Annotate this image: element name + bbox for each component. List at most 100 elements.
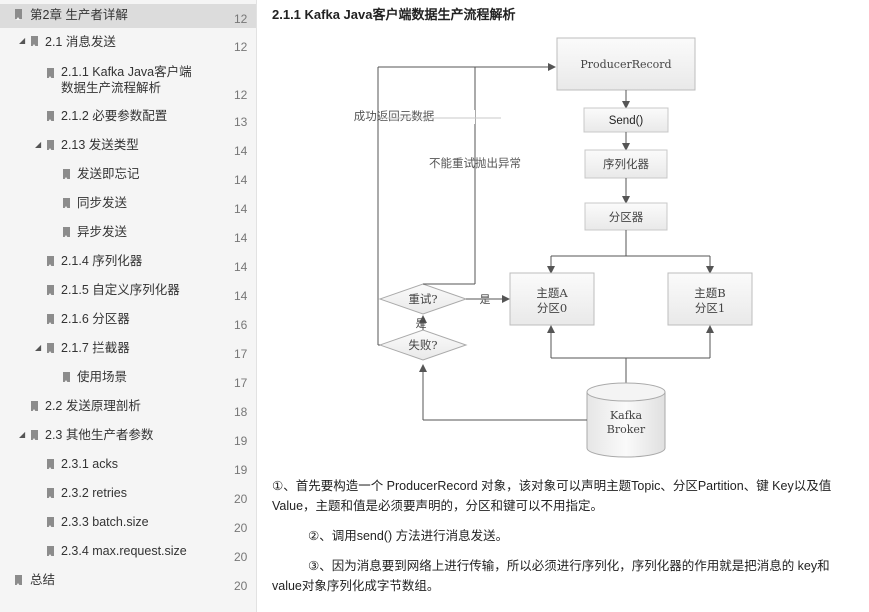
section-heading: 2.1.1 Kafka Java客户端数据生产流程解析 [272, 7, 516, 22]
toc-item-2-2[interactable]: 2.2 发送原理剖析 18 [0, 398, 256, 422]
toc-item-page: 19 [234, 434, 248, 448]
bookmark-icon [31, 430, 38, 441]
toc-item-label: 第2章 生产者详解 [30, 8, 128, 22]
paragraph-3: ③、因为消息要到网络上进行传输，所以必须进行序列化，序列化器的作用就是把消息的 … [272, 559, 830, 593]
fail-label: 失败? [408, 338, 437, 352]
toc-item-label: 发送即忘记 [77, 167, 140, 181]
toc-item-label: 2.3.3 batch.size [61, 515, 149, 529]
topic-b-partition-label: 分区1 [695, 301, 725, 315]
toc-item-summary[interactable]: 总结 20 [0, 572, 256, 596]
broker-label: Kafka [610, 409, 643, 422]
bookmark-icon [63, 169, 70, 180]
bookmark-icon [47, 140, 54, 151]
retry-label: 重试? [408, 292, 437, 306]
bookmark-icon [47, 343, 54, 354]
toc-item-page: 16 [234, 318, 248, 332]
toc-item-page: 20 [234, 521, 248, 535]
toc-item-page: 20 [234, 550, 248, 564]
toc-item-2-1-7[interactable]: ◢ 2.1.7 拦截器 17 [0, 340, 256, 364]
collapse-arrow-icon[interactable]: ◢ [19, 36, 26, 45]
toc-item-page: 20 [234, 579, 248, 593]
toc-item-2-1-5[interactable]: 2.1.5 自定义序列化器 14 [0, 282, 256, 306]
toc-item-2-3-2[interactable]: 2.3.2 retries 20 [0, 485, 256, 509]
topic-b-box [667, 272, 753, 326]
toc-item-label: 2.1.6 分区器 [61, 312, 130, 326]
fail-decision [378, 329, 468, 361]
producer-record-label: ProducerRecord [580, 58, 671, 71]
toc-item-label: 2.1 消息发送 [45, 35, 116, 49]
toc-item-2-1-1[interactable]: 2.1.1 Kafka Java客户端 数据生产流程解析 12 [0, 62, 256, 102]
broker-label-line2: Broker [607, 423, 646, 436]
toc-item-label: 2.3.4 max.request.size [61, 544, 187, 558]
collapse-arrow-icon[interactable]: ◢ [35, 343, 42, 352]
bookmark-icon [63, 372, 70, 383]
serializer-label: 序列化器 [603, 157, 649, 171]
toc-item-label: 2.3.1 acks [61, 457, 118, 471]
toc-item-2-1-2[interactable]: 2.1.2 必要参数配置 13 [0, 108, 256, 132]
toc-item-2-3[interactable]: ◢ 2.3 其他生产者参数 19 [0, 427, 256, 451]
toc-item-2-1[interactable]: ◢ 2.1 消息发送 12 [0, 33, 256, 57]
success-label: 成功返回元数据 [354, 109, 435, 123]
toc-item-label: 同步发送 [77, 196, 128, 210]
bookmark-icon [47, 488, 54, 499]
paragraph-1: ①、首先要构造一个 ProducerRecord 对象，该对象可以声明主题Top… [272, 479, 832, 513]
bookmark-icon [15, 575, 22, 586]
bookmark-icon [47, 285, 54, 296]
toc-item-page: 12 [234, 40, 248, 54]
bookmark-icon [47, 517, 54, 528]
toc-item-fire-and-forget[interactable]: 发送即忘记 14 [0, 166, 256, 190]
toc-item-sync-send[interactable]: 同步发送 14 [0, 195, 256, 219]
toc-item-page: 13 [234, 115, 248, 129]
topic-a-partition-label: 分区0 [537, 301, 567, 315]
collapse-arrow-icon[interactable]: ◢ [35, 140, 42, 149]
toc-item-page: 20 [234, 492, 248, 506]
yes-label: 是 [480, 293, 491, 306]
toc-item-page: 14 [234, 260, 248, 274]
toc-item-label: 2.2 发送原理剖析 [45, 399, 141, 413]
toc-item-page: 14 [234, 173, 248, 187]
partitioner-label: 分区器 [609, 210, 644, 224]
bookmark-icon [63, 227, 70, 238]
toc-item-page: 14 [234, 231, 248, 245]
toc-item-label: 2.13 发送类型 [61, 138, 139, 152]
bookmark-icon [31, 36, 38, 47]
paragraph-2: ②、调用send() 方法进行消息发送。 [308, 529, 509, 543]
toc-item-page: 19 [234, 463, 248, 477]
toc-item-page: 14 [234, 202, 248, 216]
toc-item-label: 异步发送 [77, 225, 128, 239]
bookmark-icon [47, 111, 54, 122]
bookmark-icon [47, 256, 54, 267]
toc-item-page: 17 [234, 376, 248, 390]
bookmark-icon [47, 546, 54, 557]
toc-item-2-1-3[interactable]: ◢ 2.13 发送类型 14 [0, 137, 256, 161]
toc-item-page: 14 [234, 289, 248, 303]
toc-item-async-send[interactable]: 异步发送 14 [0, 224, 256, 248]
toc-item-page: 14 [234, 144, 248, 158]
collapse-arrow-icon[interactable]: ◢ [19, 430, 26, 439]
toc-item-page: 12 [234, 88, 248, 102]
toc-item-page: 12 [234, 12, 248, 26]
toc-item-2-3-4[interactable]: 2.3.4 max.request.size 20 [0, 543, 256, 567]
document-page: 2.1.1 Kafka Java客户端数据生产流程解析 ProducerReco… [257, 0, 869, 612]
toc-sidebar: 第2章 生产者详解 12 ◢ 2.1 消息发送 12 2.1.1 Kafka J… [0, 0, 257, 612]
toc-item-2-1-6[interactable]: 2.1.6 分区器 16 [0, 311, 256, 335]
toc-item-2-1-4[interactable]: 2.1.4 序列化器 14 [0, 253, 256, 277]
toc-item-label: 使用场景 [77, 370, 128, 384]
toc-item-label: 2.1.5 自定义序列化器 [61, 283, 180, 297]
toc-item-use-cases[interactable]: 使用场景 17 [0, 369, 256, 393]
toc-item-label: 总结 [30, 573, 56, 587]
yes-label: 是 [416, 317, 427, 330]
bookmark-icon [31, 401, 38, 412]
toc-item-label: 2.3 其他生产者参数 [45, 428, 154, 442]
toc-item-page: 18 [234, 405, 248, 419]
toc-item-chapter2[interactable]: 第2章 生产者详解 12 [0, 4, 256, 28]
bookmark-icon [63, 198, 70, 209]
toc-item-2-3-1[interactable]: 2.3.1 acks 19 [0, 456, 256, 480]
toc-item-2-3-3[interactable]: 2.3.3 batch.size 20 [0, 514, 256, 538]
no-retry-label: 不能重试抛出异常 [429, 156, 521, 170]
bookmark-icon [47, 68, 54, 79]
producer-record-box [556, 37, 696, 91]
toc-item-label: 2.1.7 拦截器 [61, 341, 130, 355]
topic-a-label: 主题A [536, 286, 568, 300]
bookmark-icon [47, 314, 54, 325]
